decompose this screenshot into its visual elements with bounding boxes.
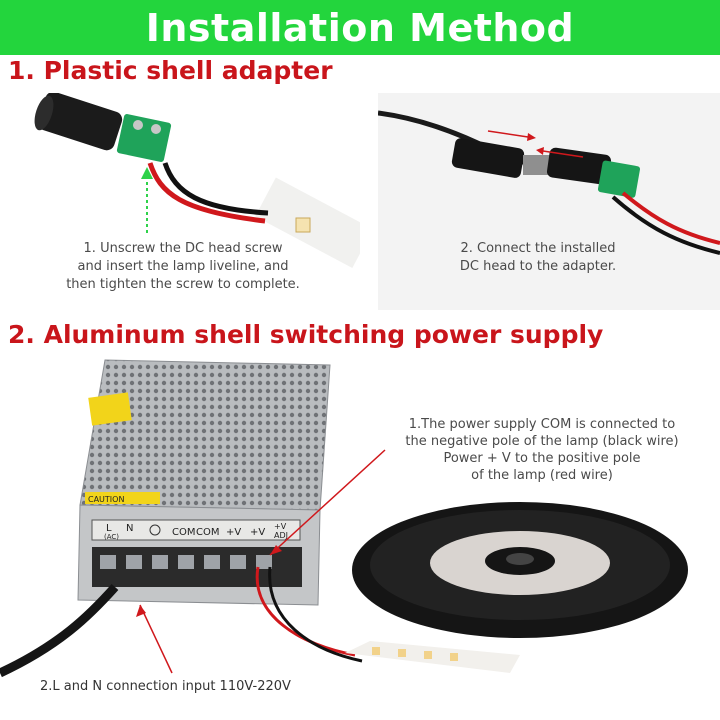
terminal-label-strip bbox=[91, 519, 301, 541]
section-1-title: 1. Plastic shell adapter bbox=[8, 56, 333, 85]
terminal-label-v1: +V bbox=[226, 527, 241, 538]
terminal-label-adj: ADJ bbox=[274, 531, 288, 540]
dc-jack-body bbox=[37, 93, 123, 151]
caution-text: CAUTION bbox=[88, 495, 124, 504]
note-line: Power + V to the positive pole bbox=[443, 451, 641, 466]
caption-line: DC head to the adapter. bbox=[459, 259, 617, 274]
caption-line: then tighten the screw to complete. bbox=[66, 277, 300, 292]
pointer-arrow-icon bbox=[136, 605, 146, 617]
title-banner: Installation Method bbox=[0, 0, 720, 55]
arrow-left-icon bbox=[536, 147, 544, 155]
note-line: 1.The power supply COM is connected to bbox=[408, 417, 676, 432]
pointer-arrow-icon bbox=[270, 545, 282, 555]
terminal-label-com1: COM bbox=[172, 527, 195, 538]
caption-line: 2. Connect the installed bbox=[460, 241, 616, 256]
note-line: the negative pole of the lamp (black wir… bbox=[405, 434, 679, 449]
caption-line: 1. Unscrew the DC head screw bbox=[83, 241, 283, 256]
power-supply-illustration: CAUTION L N (AC) COM COM +V +V +V ADJ bbox=[0, 359, 688, 678]
terminal-label-v2: +V bbox=[250, 527, 265, 538]
led-chip bbox=[295, 217, 311, 233]
com-wiring-note: 1.The power supply COM is connected to t… bbox=[372, 416, 712, 484]
power-supply-scene: CAUTION L N (AC) COM COM +V +V +V ADJ bbox=[0, 355, 720, 720]
led-strip-piece bbox=[255, 177, 360, 268]
connection-photo bbox=[378, 93, 720, 310]
caption-line: and insert the lamp liveline, and bbox=[77, 259, 289, 274]
power-supply-top bbox=[79, 359, 331, 511]
section-2-title: 2. Aluminum shell switching power supply bbox=[8, 320, 604, 349]
ground-icon bbox=[149, 524, 161, 536]
dc-plug bbox=[451, 138, 525, 178]
caution-label bbox=[85, 492, 160, 504]
banner-title: Installation Method bbox=[145, 5, 575, 50]
dc-jack bbox=[546, 147, 611, 185]
terminal-label-ac: (AC) bbox=[104, 533, 119, 541]
plug-tip bbox=[523, 155, 553, 175]
ac-input-note: 2.L and N connection input 110V-220V bbox=[40, 679, 291, 694]
connection-illustration bbox=[378, 110, 720, 255]
step1-caption: 1. Unscrew the DC head screw and insert … bbox=[28, 240, 338, 294]
screw-icon bbox=[151, 124, 161, 134]
black-wire bbox=[268, 566, 363, 663]
screw-icon bbox=[133, 120, 143, 130]
step2-caption: 2. Connect the installed DC head to the … bbox=[408, 240, 668, 276]
terminal-label-com2: COM bbox=[196, 527, 219, 538]
terminal-label-l: L bbox=[106, 523, 112, 534]
red-wire bbox=[255, 566, 356, 657]
green-terminal-block bbox=[597, 160, 640, 198]
adapter-photo bbox=[0, 93, 360, 310]
arrow-up-icon bbox=[141, 167, 153, 179]
arrow-right-icon bbox=[527, 133, 536, 141]
terminal-label-n: N bbox=[126, 523, 133, 534]
note-line: of the lamp (red wire) bbox=[471, 468, 613, 483]
green-terminal-block bbox=[116, 114, 172, 162]
adapter-illustration bbox=[34, 93, 360, 268]
led-strip-lead bbox=[345, 641, 520, 673]
terminal-label-v3: +V bbox=[274, 522, 287, 531]
warning-label bbox=[88, 392, 132, 426]
ac-input-cable bbox=[0, 584, 119, 678]
